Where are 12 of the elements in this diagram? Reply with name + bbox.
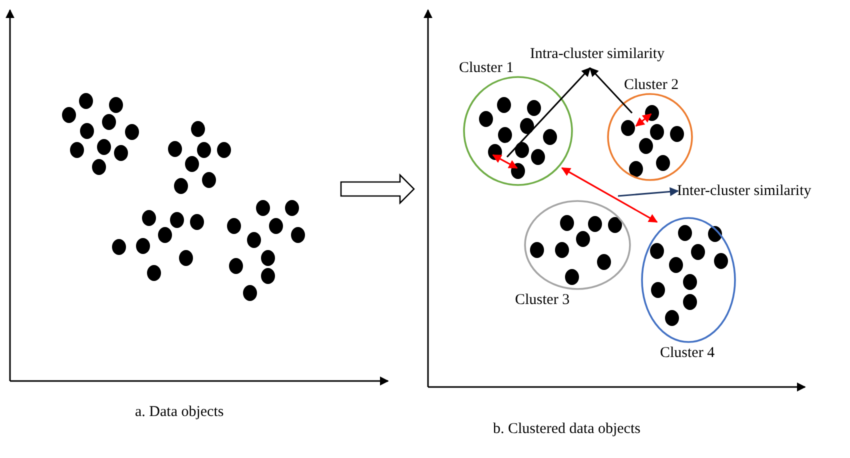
- arrow: [561, 167, 658, 223]
- panel-caption: b. Clustered data objects: [493, 420, 640, 438]
- arrow: [589, 67, 633, 114]
- annotation-text: Intra-cluster similarity: [530, 45, 665, 63]
- annotation-text: Inter-cluster similarity: [677, 182, 812, 200]
- cluster-label: Cluster 1: [459, 59, 514, 77]
- panel-caption: a. Data objects: [135, 403, 224, 421]
- arrow: [506, 67, 591, 158]
- cluster-label: Cluster 2: [624, 76, 679, 94]
- cluster-label: Cluster 3: [515, 291, 570, 309]
- cluster-label: Cluster 4: [660, 344, 715, 362]
- leader-arrow: [618, 187, 679, 197]
